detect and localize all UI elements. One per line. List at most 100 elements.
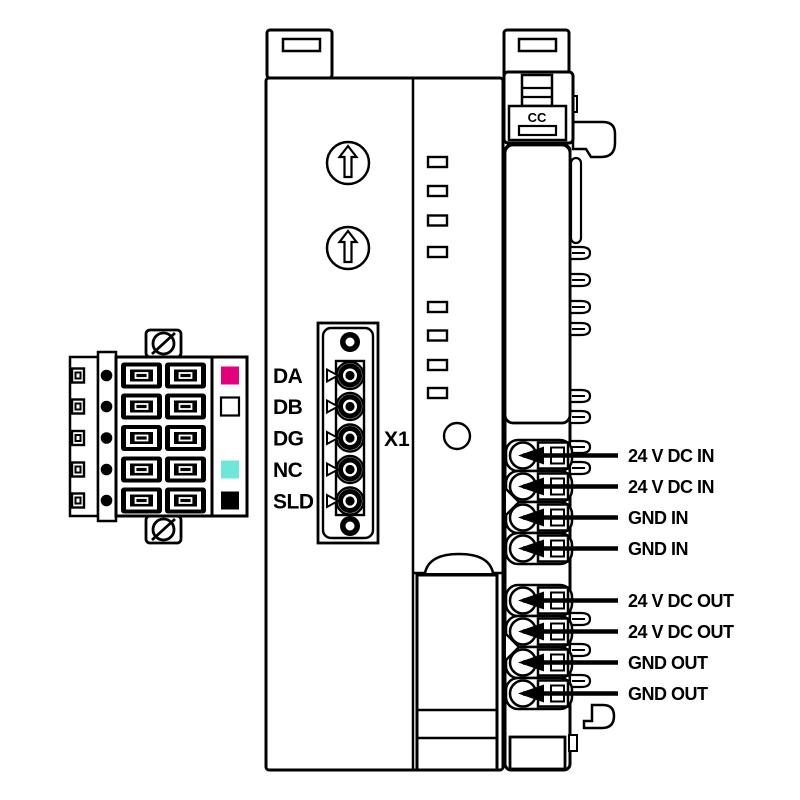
bus-contact — [568, 409, 592, 425]
pin-label-sld: SLD — [273, 491, 314, 514]
tab-slot — [517, 37, 558, 53]
pin-label-db: DB — [273, 396, 303, 419]
ejector-arrow-bottom-icon — [325, 225, 371, 271]
color-swatch-db — [219, 396, 241, 417]
plug-contact-pin — [70, 492, 86, 509]
plug-wire-dots — [100, 369, 113, 507]
screw-terminal — [510, 443, 618, 469]
cc-label: CC — [528, 110, 547, 125]
case-notch — [505, 488, 521, 516]
terminal-labels: 24 V DC IN 24 V DC IN GND IN GND IN 24 V… — [628, 446, 735, 704]
flap-cover — [415, 573, 499, 772]
led-indicator — [426, 155, 449, 169]
plug-contact-pin — [70, 398, 86, 415]
terminal-label-24vdc-in-2: 24 V DC IN — [628, 477, 714, 497]
screw-terminal — [510, 588, 618, 614]
terminal-label-gnd-out-2: GND OUT — [628, 684, 708, 704]
plug-connector — [68, 328, 249, 545]
plug-screw-top — [144, 328, 183, 359]
cc-slot — [517, 124, 558, 137]
x1-connector — [316, 321, 380, 545]
led-indicator — [426, 214, 449, 227]
clamp-terminal — [120, 424, 163, 452]
led-column — [426, 155, 449, 400]
power-terminals-in — [504, 438, 618, 566]
color-swatch-nc — [221, 460, 239, 479]
pin-labels: DA DB DG NC SLD — [273, 365, 314, 514]
bus-contact — [568, 611, 592, 627]
clamp-terminal — [164, 486, 207, 515]
bus-contact — [568, 460, 592, 476]
x1-screw-top-center — [345, 337, 355, 347]
side-bump-bottom — [568, 734, 578, 752]
bus-power-column: CC — [502, 70, 618, 772]
clamp-terminal — [120, 486, 163, 515]
power-terminals-out — [504, 583, 618, 711]
terminal-label-24vdc-out-1: 24 V DC OUT — [628, 591, 734, 611]
led-indicator — [426, 300, 449, 314]
din-hook-top — [571, 120, 617, 159]
bus-contact — [568, 299, 592, 315]
bottom-flap — [414, 552, 502, 772]
led-indicator — [426, 329, 449, 342]
side-slot — [569, 156, 583, 245]
led-indicator — [426, 358, 449, 372]
plug-contact-pin — [70, 429, 86, 447]
clamp-terminal — [120, 361, 163, 390]
clamp-terminal — [120, 455, 163, 484]
case-notch — [505, 633, 521, 661]
latch-rail — [520, 73, 554, 108]
plug-screw-bottom — [144, 514, 183, 545]
bus-contact — [568, 321, 592, 337]
ejector-arrow-top-icon — [325, 140, 371, 186]
release-latch: CC — [502, 70, 578, 145]
x1-screw-bottom-center — [345, 521, 355, 531]
column-upper-housing — [503, 143, 572, 425]
terminal-label-gnd-in-1: GND IN — [628, 508, 688, 528]
pin-label-dg: DG — [273, 428, 304, 451]
mounting-tab-left — [265, 28, 334, 80]
screw-terminal — [510, 619, 618, 645]
bus-contact — [568, 388, 592, 404]
din-hook-bottom — [582, 703, 616, 730]
screw-terminal — [510, 650, 618, 676]
clamp-terminal — [164, 392, 207, 421]
screw-terminal — [510, 536, 618, 562]
mounting-tab-right — [502, 28, 571, 80]
service-button — [442, 421, 472, 451]
wire-dot — [100, 369, 113, 382]
bus-contact — [568, 673, 592, 689]
tab-slot — [281, 37, 322, 53]
color-swatch-da — [221, 366, 239, 385]
led-indicator — [426, 245, 449, 259]
wire-dot — [100, 400, 113, 413]
terminal-label-24vdc-out-2: 24 V DC OUT — [628, 622, 734, 642]
screw-terminal — [510, 474, 618, 500]
x1-label: X1 — [384, 428, 410, 451]
screw-terminal — [510, 681, 618, 707]
clamp-terminal — [164, 424, 207, 452]
screw-terminal — [510, 505, 618, 531]
io-module: DA DB DG NC SLD X1 — [264, 28, 571, 772]
pin-label-da: DA — [273, 365, 303, 388]
clamp-terminal — [164, 455, 207, 484]
bus-contact — [568, 245, 592, 261]
wire-dot — [100, 463, 113, 476]
terminal-label-gnd-out-1: GND OUT — [628, 653, 708, 673]
pin-label-nc: NC — [273, 459, 303, 482]
terminal-label-gnd-in-2: GND IN — [628, 539, 688, 559]
clamp-terminal — [120, 392, 163, 421]
wire-dot — [100, 494, 113, 507]
bottom-latch-box — [508, 735, 567, 771]
flap-dome — [423, 552, 495, 574]
terminal-label-24vdc-in-1: 24 V DC IN — [628, 446, 714, 466]
plug-contact-pin — [70, 461, 86, 478]
bus-contact — [568, 642, 592, 658]
wire-dot — [100, 432, 113, 444]
plug-contact-pin — [70, 367, 86, 384]
color-swatch-sld — [221, 491, 239, 510]
led-indicator — [426, 386, 449, 400]
bus-contact — [568, 272, 592, 288]
